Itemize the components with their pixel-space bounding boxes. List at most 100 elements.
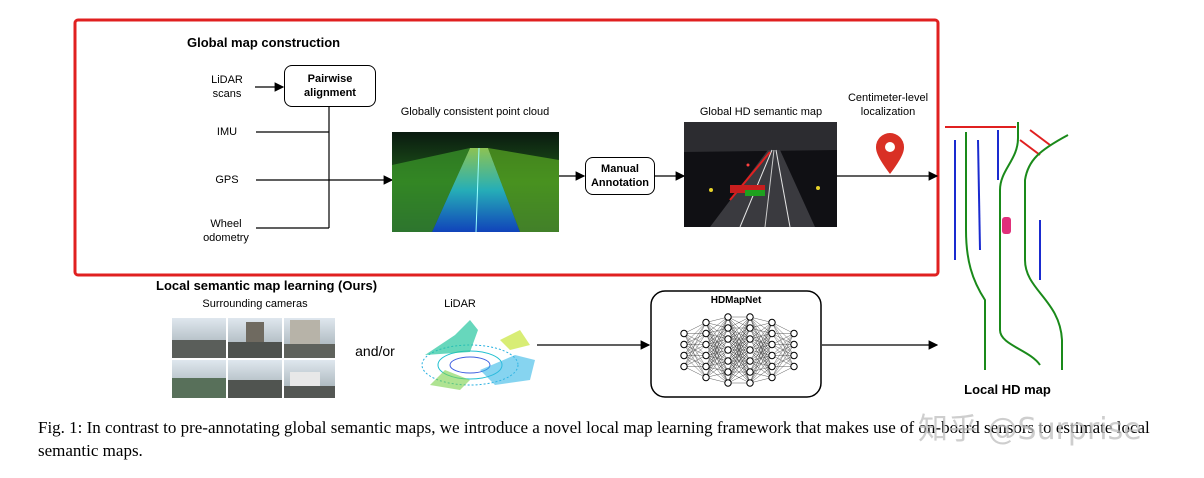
hdmapnet-label: HDMapNet <box>710 295 762 306</box>
nn-node <box>790 329 798 338</box>
nn-edge <box>749 322 773 351</box>
nn-node <box>724 357 732 365</box>
nn-edge <box>749 355 773 384</box>
nn-edge <box>705 316 729 323</box>
nn-node <box>746 313 754 321</box>
nn-edge <box>683 333 707 367</box>
watermark: 知乎 @Surprise <box>918 412 1142 447</box>
nn-edge <box>705 360 729 378</box>
neural-network-icon <box>680 313 798 387</box>
nn-edge <box>771 322 795 334</box>
nn-edge <box>705 338 729 378</box>
nn-node <box>790 340 798 349</box>
local-hd-map-label: Local HD map <box>964 382 1051 397</box>
nn-node <box>724 379 732 387</box>
nn-node <box>680 329 688 338</box>
and-or-label: and/or <box>355 343 395 359</box>
nn-edge <box>705 371 729 378</box>
nn-node <box>768 340 776 349</box>
point-cloud-image <box>392 132 559 233</box>
nn-edge <box>705 316 729 356</box>
nn-edge <box>705 316 729 334</box>
lidar-scans-label: LiDAR scans <box>211 74 243 100</box>
nn-edge <box>727 316 751 362</box>
nn-edge <box>749 322 773 329</box>
pairwise-alignment-box: Pairwise alignment <box>284 65 376 107</box>
nn-edge <box>727 338 751 384</box>
nn-edge <box>683 322 707 334</box>
nn-node <box>702 340 710 349</box>
nn-node <box>702 329 710 338</box>
nn-edge <box>749 322 773 384</box>
nn-node <box>768 318 776 327</box>
nn-edge <box>727 316 751 329</box>
figure-caption: Fig. 1: In contrast to pre-annotating gl… <box>38 418 1150 460</box>
nn-node <box>680 351 688 360</box>
camera-images <box>172 318 335 398</box>
gps-label: GPS <box>215 174 239 186</box>
nn-edge <box>705 349 729 378</box>
nn-edge <box>683 322 707 367</box>
localization-label: Centimeter-level localization <box>847 92 929 118</box>
nn-node <box>768 329 776 338</box>
nn-edge <box>727 371 751 384</box>
nn-edge <box>749 377 773 384</box>
nn-edge <box>771 333 795 378</box>
nn-node <box>768 351 776 360</box>
nn-node <box>724 368 732 376</box>
nn-node <box>724 335 732 343</box>
global-section-title: Global map construction <box>187 35 341 50</box>
nn-edge <box>727 316 751 351</box>
nn-node <box>724 324 732 332</box>
global-frame <box>73 18 940 277</box>
nn-node <box>746 346 754 354</box>
nn-node <box>724 313 732 321</box>
nn-node <box>680 362 688 371</box>
nn-edge <box>705 316 729 378</box>
local-hd-map-image <box>945 122 1070 370</box>
nn-node <box>680 340 688 349</box>
lidar-label: LiDAR <box>444 298 476 310</box>
nn-node <box>702 351 710 360</box>
nn-node <box>768 373 776 382</box>
nn-edge <box>683 322 707 356</box>
nn-node <box>702 373 710 382</box>
nn-node <box>790 351 798 360</box>
nn-edge <box>705 316 729 345</box>
nn-node <box>746 368 754 376</box>
nn-edge <box>727 349 751 384</box>
surrounding-cameras-label: Surrounding cameras <box>202 298 308 310</box>
nn-edge <box>705 316 729 367</box>
nn-edge <box>683 344 707 367</box>
nn-node <box>702 318 710 327</box>
hd-semantic-map-label: Global HD semantic map <box>699 106 823 118</box>
nn-edge <box>749 344 773 384</box>
nn-edge <box>749 322 773 373</box>
nn-node <box>702 362 710 371</box>
point-cloud-label: Globally consistent point cloud <box>400 106 550 118</box>
hd-semantic-map-image <box>684 122 837 228</box>
location-pin-icon <box>876 133 904 174</box>
nn-edge <box>683 322 707 345</box>
nn-edge <box>683 366 707 378</box>
wheel-odometry-label: Wheel odometry <box>203 218 249 244</box>
nn-edge <box>771 344 795 378</box>
nn-edge <box>727 316 751 340</box>
nn-node <box>790 362 798 371</box>
nn-edge <box>727 327 751 384</box>
nn-edge <box>749 322 773 340</box>
nn-edge <box>771 355 795 378</box>
nn-edge <box>749 366 773 384</box>
nn-node <box>746 379 754 387</box>
nn-edge <box>749 322 773 362</box>
lidar-scan-image <box>421 320 535 390</box>
nn-edge <box>771 333 795 367</box>
nn-edge <box>727 360 751 384</box>
nn-edge <box>705 327 729 378</box>
nn-node <box>746 335 754 343</box>
nn-edge <box>683 355 707 367</box>
nn-edge <box>771 333 795 356</box>
nn-edge <box>749 333 773 384</box>
nn-edge <box>771 366 795 378</box>
